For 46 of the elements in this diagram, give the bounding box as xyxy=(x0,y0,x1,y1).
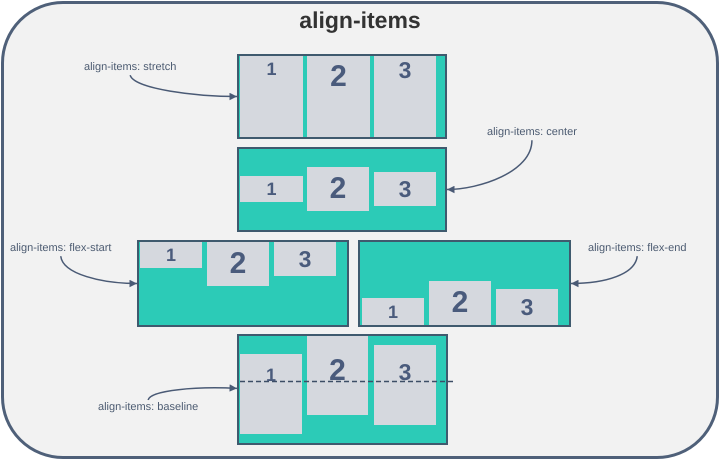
item-number: 1 xyxy=(266,180,276,198)
flex-item xyxy=(496,289,558,325)
item-number: 2 xyxy=(330,62,347,92)
flex-container xyxy=(358,240,571,327)
flex-item xyxy=(307,56,370,137)
item-number: 2 xyxy=(230,249,246,279)
annotation-label: align-items: flex-end xyxy=(588,242,686,256)
item-number: 3 xyxy=(298,248,312,270)
item-number: 3 xyxy=(520,296,534,318)
flex-item xyxy=(429,281,491,325)
item-number: 2 xyxy=(329,356,346,386)
flex-item xyxy=(240,176,303,202)
leader-arrow xyxy=(148,384,238,400)
annotation-label: align-items: baseline xyxy=(98,401,198,414)
flex-item xyxy=(274,242,336,276)
item-number: 2 xyxy=(330,174,346,204)
leader-arrow xyxy=(60,256,138,288)
item-number: 1 xyxy=(388,302,398,320)
diagram-title: align-items xyxy=(299,8,421,34)
leader-arrow xyxy=(570,256,638,288)
annotation-label: align-items: flex-start xyxy=(10,242,112,256)
flex-item xyxy=(140,242,202,268)
flex-item xyxy=(374,56,436,137)
item-number: 1 xyxy=(166,246,176,264)
item-number: 1 xyxy=(266,366,276,384)
leader-arrow xyxy=(446,140,533,193)
flex-item xyxy=(307,167,369,211)
leader-arrow xyxy=(130,74,238,100)
item-number: 1 xyxy=(266,60,276,78)
flex-item xyxy=(240,56,303,137)
flex-item xyxy=(362,298,424,325)
flex-item xyxy=(207,242,269,286)
flex-container xyxy=(137,240,349,327)
flex-container xyxy=(237,334,448,445)
flex-container xyxy=(237,54,447,139)
flex-item xyxy=(374,345,436,425)
annotation-label: align-items: stretch xyxy=(84,61,176,74)
flex-item xyxy=(374,172,436,206)
flex-item xyxy=(307,336,368,415)
item-number: 3 xyxy=(398,178,412,200)
item-number: 2 xyxy=(452,288,468,318)
flex-container xyxy=(237,147,447,232)
item-number: 3 xyxy=(398,59,412,82)
annotation-label: align-items: center xyxy=(487,126,577,140)
item-number: 3 xyxy=(398,361,412,384)
flex-item xyxy=(240,354,302,434)
